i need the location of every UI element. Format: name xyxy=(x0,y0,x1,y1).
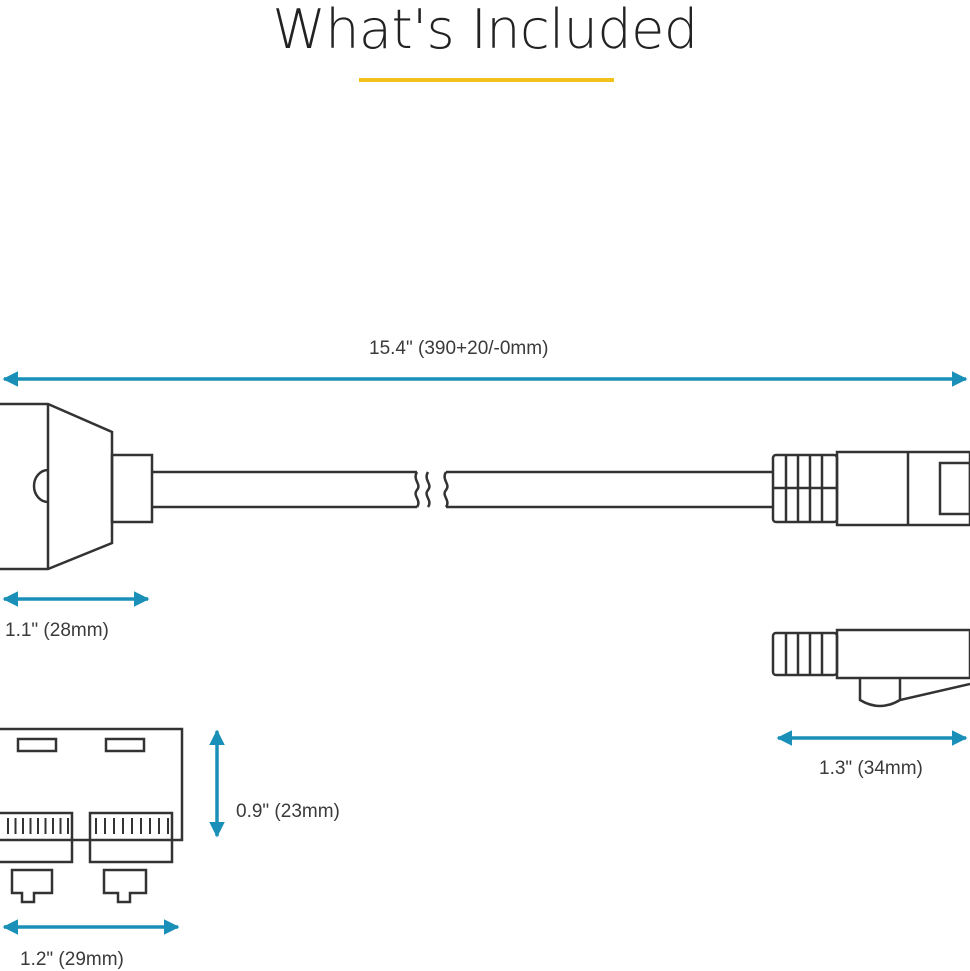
rj45-port-right xyxy=(88,811,174,904)
splitter-height-label: 0.9" (23mm) xyxy=(236,801,340,822)
splitter-housing xyxy=(0,402,154,571)
overall-length-label: 15.4" (390+20/-0mm) xyxy=(369,338,549,359)
splitter-front-view xyxy=(0,727,184,904)
splitter-length-label: 1.1" (28mm) xyxy=(5,620,109,641)
title-underline xyxy=(359,78,614,82)
cable xyxy=(152,470,773,509)
page-title: What's Included xyxy=(272,0,698,61)
plug-length-label: 1.3" (34mm) xyxy=(819,758,923,779)
rj45-plug-side xyxy=(771,450,970,527)
rj45-plug-bottom xyxy=(771,628,970,708)
splitter-width-label: 1.2" (29mm) xyxy=(20,949,124,970)
port-contacts xyxy=(7,818,169,834)
rj45-port-left xyxy=(0,811,74,904)
